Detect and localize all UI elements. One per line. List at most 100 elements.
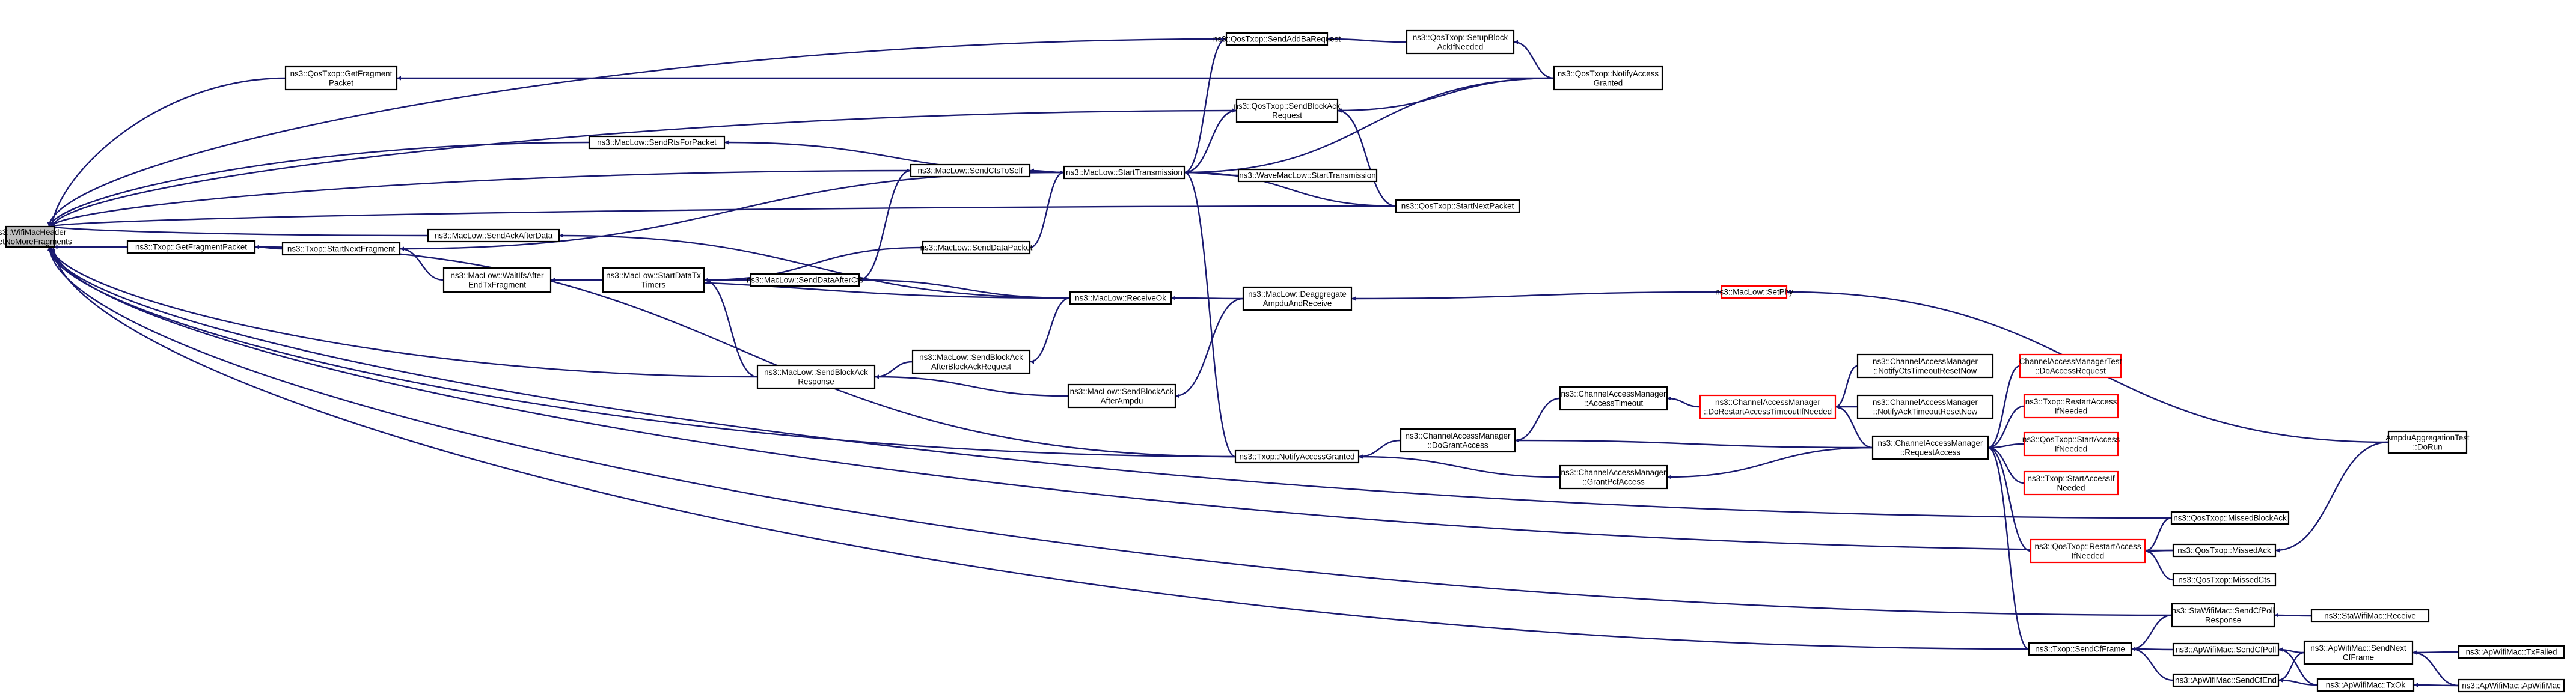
- node-label-line: ns3::ApWifiMac::ApWifiMac: [2462, 681, 2561, 690]
- node-label-line: ns3::ApWifiMac::TxFailed: [2466, 648, 2557, 657]
- node-box: [2458, 678, 2565, 693]
- call-edge: [1175, 297, 1244, 398]
- node-label-line: ns3::MacLow::WaitIfsAfter: [450, 271, 544, 280]
- node-qtxop-missedcts[interactable]: ns3::QosTxop::MissedCts: [2172, 573, 2277, 587]
- node-label-line: ns3::MacLow::SendDataAfterCts: [747, 276, 864, 285]
- call-edge: [1513, 40, 1555, 79]
- call-edge: [51, 225, 429, 237]
- node-apwifi-txok[interactable]: ns3::ApWifiMac::TxOk: [2316, 678, 2415, 692]
- node-box: [1406, 29, 1515, 55]
- node-cam-dogrant[interactable]: ns3::ChannelAccessManager::DoGrantAccess: [1400, 428, 1516, 453]
- call-nodes: ns3::WifiMacHeader::SetNoMoreFragmentsns…: [0, 29, 2565, 693]
- node-camtest-doaccess[interactable]: ChannelAccessManagerTest::DoAccessReques…: [2019, 353, 2122, 379]
- node-cam-notifycts[interactable]: ns3::ChannelAccessManager::NotifyCtsTime…: [1856, 353, 1994, 379]
- node-label-line: ns3::QosTxop::SetupBlock: [1413, 33, 1508, 42]
- node-txop-notifyaccess[interactable]: ns3::Txop::NotifyAccessGranted: [1234, 449, 1360, 464]
- node-box: [1559, 464, 1668, 490]
- node-label-line: Response: [798, 377, 834, 386]
- node-label-line: ns3::StaWifiMac::SendCfPoll: [2171, 606, 2274, 615]
- call-edge: [1987, 445, 2030, 650]
- call-edge: [1337, 108, 1397, 207]
- node-label-line: AfterAmpdu: [1101, 396, 1143, 405]
- call-edge: [1184, 170, 1397, 207]
- node-label-line: ns3::ChannelAccessManager: [1873, 357, 1978, 366]
- call-edge: [2278, 647, 2318, 686]
- node-maclow-senddataaftercts[interactable]: ns3::MacLow::SendDataAfterCts: [747, 273, 864, 287]
- call-edge: [51, 246, 2030, 650]
- node-label-line: IfNeeded: [2055, 406, 2087, 415]
- call-edge: [47, 38, 1227, 227]
- node-apwifi-sendcfpoll[interactable]: ns3::ApWifiMac::SendCfPoll: [2172, 642, 2280, 657]
- node-qtxop-startnext[interactable]: ns3::QosTxop::StartNextPacket: [1395, 199, 1520, 213]
- node-cam-notifyack[interactable]: ns3::ChannelAccessManager::NotifyAckTime…: [1856, 394, 1994, 419]
- node-stawifi-receive[interactable]: ns3::StaWifiMac::Receive: [2310, 609, 2430, 623]
- node-label-line: ChannelAccessManagerTest: [2019, 357, 2122, 366]
- node-label-line: ns3::QosTxop::GetFragment: [290, 69, 393, 78]
- node-qtxop-getfragment[interactable]: ns3::QosTxop::GetFragmentPacket: [284, 65, 398, 91]
- node-label-line: ::DoRun: [2412, 442, 2442, 451]
- node-maclow-setphy[interactable]: ns3::MacLow::SetPhy: [1715, 285, 1793, 299]
- node-label-line: ns3::MacLow::SendBlockAck: [919, 353, 1023, 362]
- node-maclow-receiveok[interactable]: ns3::MacLow::ReceiveOk: [1069, 291, 1172, 305]
- node-label-line: AmpduAggregationTest: [2385, 433, 2469, 442]
- node-label-line: ns3::QosTxop::NotifyAccess: [1558, 69, 1659, 78]
- node-label-line: ns3::QosTxop::StartAccess: [2022, 435, 2120, 444]
- node-maclow-starttx[interactable]: ns3::MacLow::StartTransmission: [1063, 165, 1186, 180]
- node-apwifi-sendcfend[interactable]: ns3::ApWifiMac::SendCfEnd: [2172, 673, 2280, 687]
- node-box: [2172, 543, 2277, 558]
- node-label-line: ::SetNoMoreFragments: [0, 237, 72, 246]
- node-label-line: ns3::Txop::SendCfFrame: [2035, 645, 2125, 654]
- node-box: [1721, 285, 1788, 299]
- node-ampdu-test[interactable]: AmpduAggregationTest::DoRun: [2385, 430, 2470, 454]
- node-apwifi-txfailed[interactable]: ns3::ApWifiMac::TxFailed: [2458, 645, 2565, 659]
- node-label-line: ns3::MacLow::SendBlockAck: [1070, 387, 1174, 396]
- node-wavemaclow-starttx[interactable]: ns3::WaveMacLow::StartTransmission: [1237, 168, 1378, 183]
- node-label-line: ::DoGrantAccess: [1427, 440, 1488, 449]
- node-qtxop-missedack[interactable]: ns3::QosTxop::MissedAck: [2172, 543, 2277, 558]
- node-qtxop-missedblockack[interactable]: ns3::QosTxop::MissedBlockAck: [2170, 511, 2290, 525]
- node-maclow-sendackafterdata[interactable]: ns3::MacLow::SendAckAfterData: [427, 228, 560, 243]
- node-txop-sendcfframe[interactable]: ns3::Txop::SendCfFrame: [2028, 642, 2132, 656]
- node-root[interactable]: ns3::WifiMacHeader::SetNoMoreFragments: [0, 225, 72, 248]
- node-maclow-sendrts[interactable]: ns3::MacLow::SendRtsForPacket: [588, 135, 726, 150]
- node-txop-getfragment[interactable]: ns3::Txop::GetFragmentPacket: [126, 240, 256, 254]
- node-box: [1242, 286, 1353, 311]
- node-qtxop-sendaddba[interactable]: ns3::QosTxop::SendAddBaRequest: [1213, 32, 1341, 46]
- node-cam-dorestart[interactable]: ns3::ChannelAccessManager::DoRestartAcce…: [1699, 394, 1837, 419]
- node-cam-accesstimeout[interactable]: ns3::ChannelAccessManager::AccessTimeout: [1559, 386, 1668, 411]
- node-label-line: IfNeeded: [2072, 551, 2104, 560]
- call-edge: [48, 246, 2172, 519]
- call-edge: [703, 278, 758, 378]
- node-txop-startnextfrag[interactable]: ns3::Txop::StartNextFragment: [281, 242, 401, 256]
- call-edge: [51, 109, 1237, 227]
- node-maclow-sendctstoself[interactable]: ns3::MacLow::SendCtsToSelf: [910, 163, 1031, 178]
- node-box: [1559, 386, 1668, 411]
- call-edge: [1358, 454, 1561, 478]
- node-maclow-sendbaafterbar[interactable]: ns3::MacLow::SendBlockAckAfterBlockAckRe…: [911, 349, 1031, 374]
- node-box: [588, 135, 726, 150]
- call-edge: [1029, 297, 1071, 364]
- call-edge: [858, 278, 1071, 299]
- call-edge: [2278, 678, 2318, 686]
- node-label-line: AmpduAndReceive: [1263, 299, 1332, 308]
- node-box: [2023, 431, 2119, 457]
- node-qtxop-notifyaccess[interactable]: ns3::QosTxop::NotifyAccessGranted: [1553, 65, 1663, 91]
- node-apwifi-ctor[interactable]: ns3::ApWifiMac::ApWifiMac: [2458, 678, 2565, 693]
- node-cam-grantpcf[interactable]: ns3::ChannelAccessManager::GrantPcfAcces…: [1559, 464, 1668, 490]
- node-label-line: ns3::ChannelAccessManager: [1561, 468, 1666, 477]
- node-maclow-senddatapacket[interactable]: ns3::MacLow::SendDataPacket: [920, 240, 1033, 255]
- node-cam-requestaccess[interactable]: ns3::ChannelAccessManager::RequestAccess: [1871, 435, 1989, 460]
